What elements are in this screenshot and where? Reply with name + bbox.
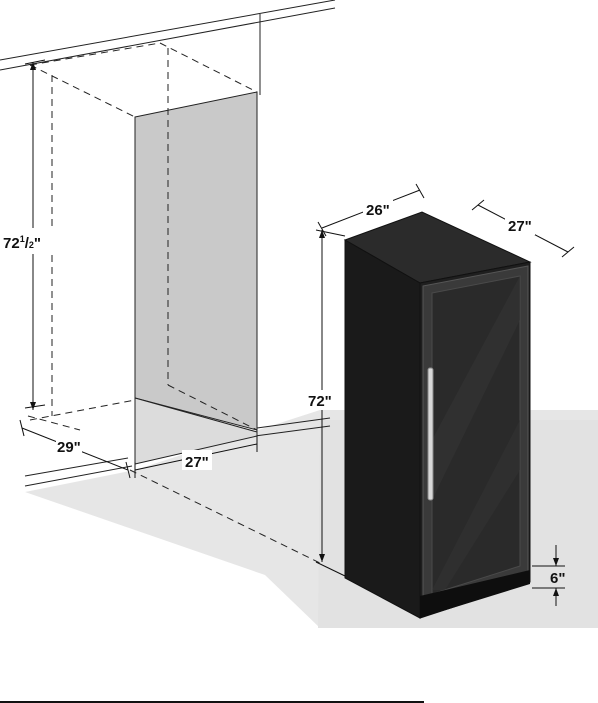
cooler-side bbox=[345, 240, 420, 618]
unit-height-label: 72" bbox=[308, 393, 332, 410]
door-handle bbox=[428, 368, 433, 500]
unit-width-label: 26" bbox=[366, 202, 390, 219]
cutout-depth-label: 29" bbox=[57, 439, 81, 456]
unit-depth-label: 27" bbox=[508, 218, 532, 235]
wine-cooler-unit bbox=[345, 212, 530, 618]
cutout-back-wall bbox=[135, 92, 257, 430]
kick-height-label: 6" bbox=[550, 570, 565, 587]
cutout-width-label: 27" bbox=[185, 454, 209, 471]
